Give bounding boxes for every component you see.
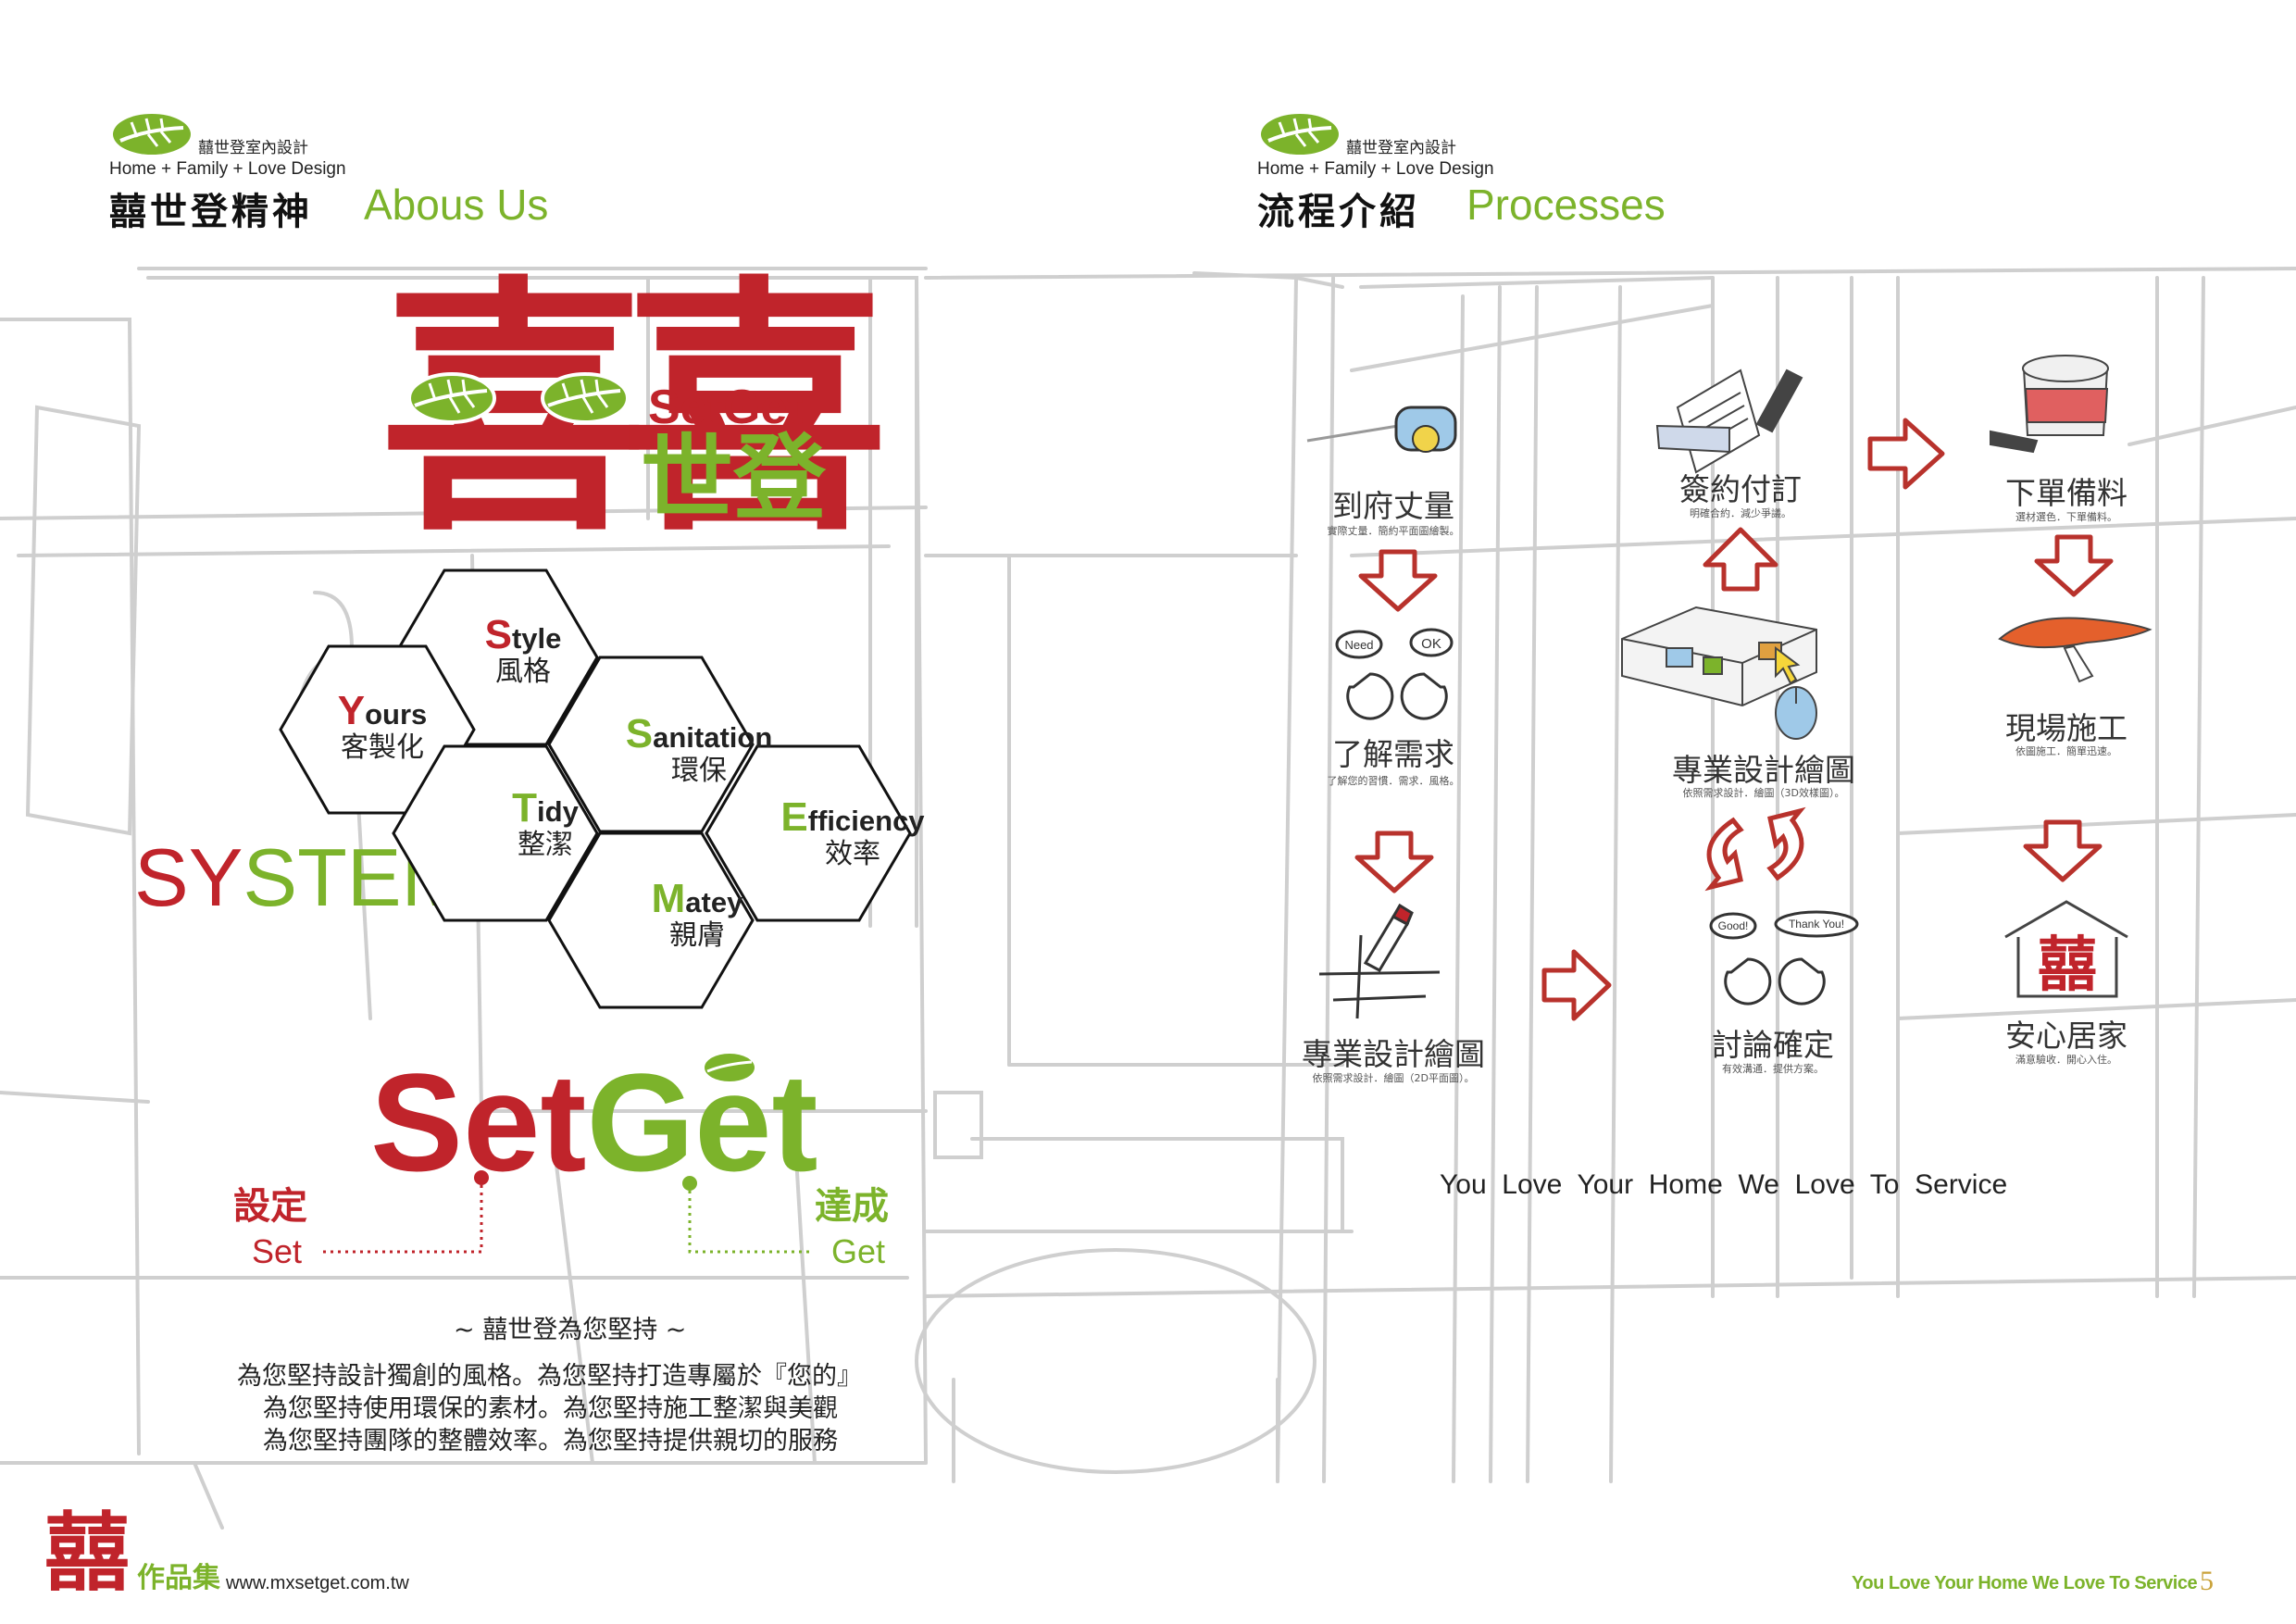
- commitment-line-3: 為您堅持團隊的整體效率。為您堅持提供親切的服務: [263, 1427, 838, 1455]
- page-number: 5: [2200, 1566, 2214, 1596]
- step-5-sub: 依照需求設計．繪圖（3D效樣圖）。: [1682, 787, 1845, 799]
- step-2-sub: 了解您的習慣．需求．風格。: [1327, 775, 1460, 787]
- good-thankyou-faces-icon: [1709, 910, 1859, 1006]
- step-9-title: 安心居家: [2005, 1018, 2128, 1054]
- trowel-icon: [1998, 617, 2152, 683]
- hexagon-sanitation: [547, 656, 755, 833]
- step-4-sub: 有效溝通．提供方案。: [1722, 1063, 1824, 1075]
- 3d-model-mouse-icon: [1621, 606, 1817, 740]
- thankyou-bubble-text: Thank You!: [1789, 918, 1844, 931]
- footer-xi-logo: 囍: [44, 1504, 131, 1603]
- brand-tagline-en: Home + Family + Love Design: [109, 159, 346, 179]
- need-bubble-text: Need: [1344, 638, 1373, 652]
- step-6-sub: 明確合約．減少爭議。: [1690, 507, 1791, 519]
- page-title-en: Abous Us: [364, 181, 549, 229]
- commitment-line-1: 為您堅持設計獨創的風格。為您堅持打造專屬於『您的』: [237, 1362, 862, 1391]
- setget-wordmark: SetGet: [370, 1048, 818, 1196]
- house-xi-glyph: 囍: [2038, 931, 2097, 1000]
- step-5-title: 專業設計繪圖: [1672, 752, 1855, 788]
- process-flow-graphics: Need OK Good! Thank You!: [1306, 355, 2152, 1021]
- page-title-cn: 囍世登精神: [109, 190, 313, 233]
- page-title-cn-right: 流程介紹: [1257, 190, 1420, 233]
- cycle-arrows-icon: [1704, 806, 1806, 892]
- hex-label-style: Style 風格: [484, 612, 562, 689]
- leaf-icon-2: [541, 372, 630, 424]
- step-3-sub: 依照需求設計．繪圖（2D平面圖）。: [1312, 1072, 1475, 1084]
- commitment-line-2: 為您堅持使用環保的素材。為您堅持施工整潔與美觀: [263, 1394, 838, 1423]
- hex-label-sanitation: Sanitation 環保: [625, 711, 773, 788]
- step-7-title: 下單備料: [2005, 475, 2128, 511]
- hex-label-yours: Yours 客製化: [337, 688, 428, 765]
- hexagon-grid: [279, 568, 912, 1009]
- system-sy: SY: [134, 831, 243, 923]
- hex-label-efficiency: Efficiency 效率: [780, 794, 925, 871]
- xi-house-icon: [2004, 900, 2128, 998]
- leaf-accent-icon: [705, 1054, 755, 1081]
- brand-tagline-en-right: Home + Family + Love Design: [1257, 159, 1494, 179]
- footer-slogan: You Love Your Home We Love To Service: [1852, 1573, 2198, 1593]
- step-9-sub: 滿意驗收．開心入住。: [2015, 1054, 2117, 1066]
- footer-works-label: 作品集: [137, 1562, 220, 1594]
- step-4-title: 討論確定: [1712, 1027, 1834, 1063]
- hexagon-tidy: [392, 744, 599, 922]
- get-label-en: Get: [831, 1232, 886, 1270]
- brand-name-cn: 囍世登室內設計: [198, 139, 308, 157]
- set-label-en: Set: [252, 1232, 303, 1270]
- hex-label-matey: Matey 親膚: [651, 876, 743, 953]
- tape-measure-icon: [1306, 406, 1457, 453]
- service-slogan: You Love Your Home We Love To Service: [1440, 1169, 2008, 1200]
- hex-label-tidy: Tidy 整潔: [512, 785, 579, 862]
- good-bubble-text: Good!: [1718, 919, 1749, 932]
- footer-url[interactable]: www.mxsetget.com.tw: [226, 1573, 409, 1593]
- ok-bubble-text: OK: [1421, 636, 1441, 652]
- logo-setget-cn: 世登: [641, 424, 826, 532]
- leaf-logo-icon: [113, 114, 191, 155]
- step-2-title: 了解需求: [1332, 736, 1454, 772]
- logo-setget-small: SetGet: [648, 381, 804, 434]
- paint-bucket-icon: [1990, 355, 2109, 454]
- page-title-en-right: Processes: [1466, 181, 1666, 229]
- setget-get: Get: [586, 1044, 818, 1200]
- step-8-title: 現場施工: [2005, 710, 2128, 746]
- step-1-sub: 實際丈量．簡約平面圖繪製。: [1327, 525, 1460, 537]
- leaf-icon-1: [407, 372, 496, 424]
- set-label-cn: 設定: [233, 1184, 307, 1228]
- step-3-title: 專業設計繪圖: [1302, 1036, 1485, 1072]
- contract-pen-icon: [1655, 369, 1803, 474]
- step-6-title: 簽約付訂: [1679, 471, 1802, 507]
- setget-connector-lines: [322, 1170, 810, 1254]
- step-8-sub: 依圖施工．簡單迅速。: [2015, 745, 2117, 757]
- step-1-title: 到府丈量: [1332, 488, 1454, 524]
- hexagon-efficiency: [705, 744, 912, 922]
- leaf-logo-icon-right: [1261, 114, 1339, 155]
- step-7-sub: 選材選色．下單備料。: [2015, 511, 2117, 523]
- commitment-tagline: ~ 囍世登為您堅持 ~: [454, 1316, 687, 1344]
- brand-name-cn-right: 囍世登室內設計: [1346, 139, 1456, 157]
- get-label-cn: 達成: [815, 1184, 889, 1228]
- hexagon-matey: [547, 831, 755, 1009]
- pencil-drafting-icon: [1318, 903, 1441, 1019]
- need-ok-faces-icon: [1335, 628, 1454, 720]
